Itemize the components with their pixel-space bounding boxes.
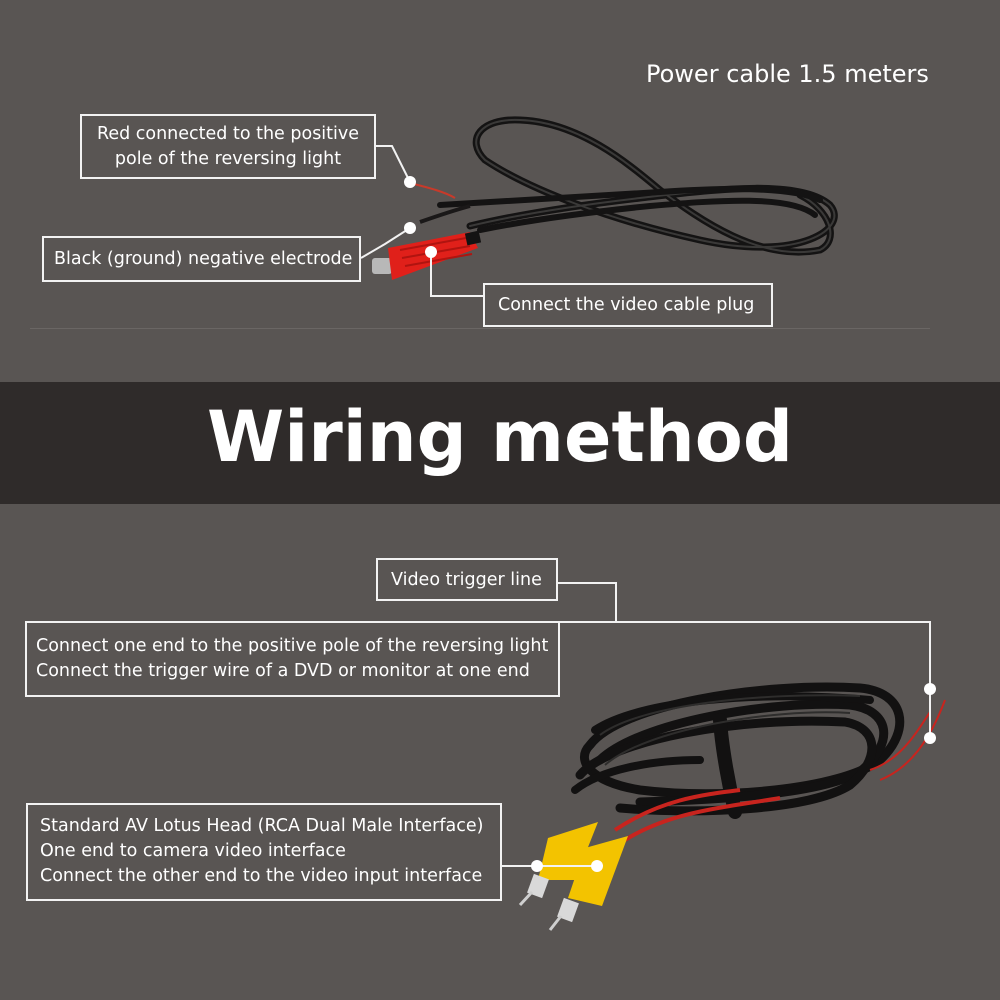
rca-description-line-2: One end to camera video interface: [40, 841, 346, 861]
red-wire-callout: Red connected to the positive pole of th…: [80, 114, 376, 179]
red-wire-callout-line-2: pole of the reversing light: [114, 149, 342, 169]
red-wire-callout-line-1: Red connected to the positive: [96, 124, 360, 144]
black-wire-callout: Black (ground) negative electrode: [42, 236, 361, 282]
video-cable-section: Video trigger line Connect one end to th…: [0, 504, 1000, 1000]
rca-description-line-1: Standard AV Lotus Head (RCA Dual Male In…: [40, 816, 484, 836]
power-cable-section: Power cable 1.5 meters Red connected to …: [0, 0, 1000, 382]
trigger-description-line-2: Connect the trigger wire of a DVD or mon…: [36, 661, 530, 681]
trigger-description-callout: Connect one end to the positive pole of …: [25, 621, 560, 697]
section-divider: [30, 328, 930, 329]
rca-description-line-3: Connect the other end to the video input…: [40, 866, 483, 886]
page-title: Wiring method: [207, 396, 793, 478]
trigger-line-callout-text: Video trigger line: [391, 570, 542, 590]
black-wire-callout-text: Black (ground) negative electrode: [54, 249, 353, 269]
video-plug-callout: Connect the video cable plug: [483, 283, 773, 327]
power-cable-length-label: Power cable 1.5 meters: [646, 60, 929, 88]
trigger-line-callout: Video trigger line: [376, 558, 558, 601]
rca-description-callout: Standard AV Lotus Head (RCA Dual Male In…: [26, 803, 502, 901]
title-banner: Wiring method: [0, 382, 1000, 504]
trigger-description-line-1: Connect one end to the positive pole of …: [36, 636, 549, 656]
video-plug-callout-text: Connect the video cable plug: [498, 295, 755, 315]
